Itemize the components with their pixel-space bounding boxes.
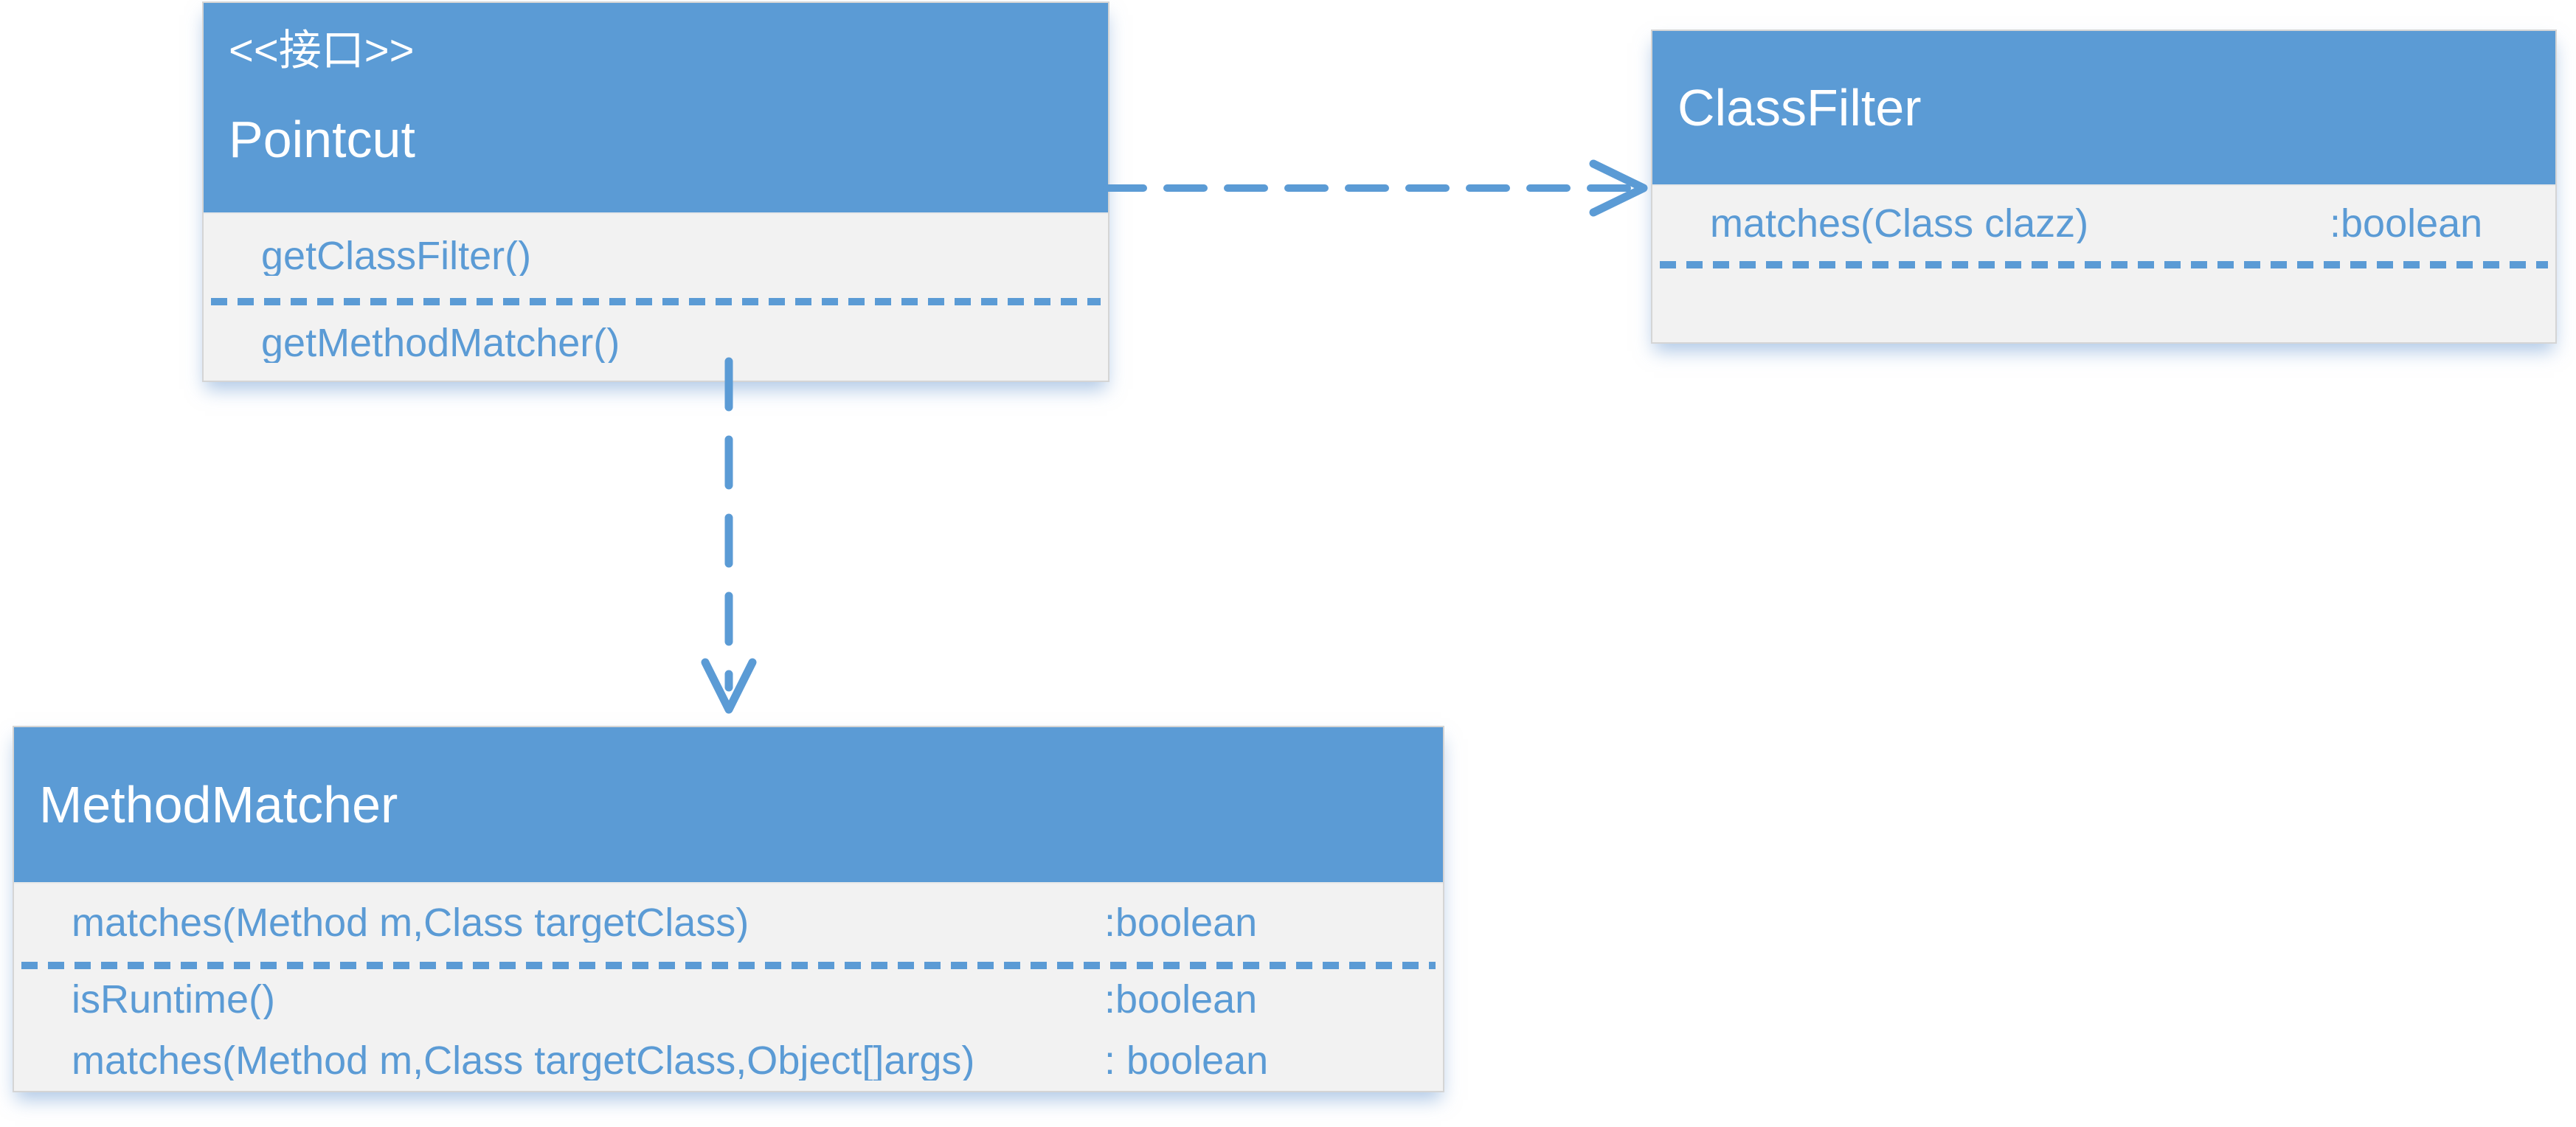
class-header-methodmatcher: MethodMatcher [14,727,1443,884]
member-separator [211,298,1101,305]
member-return-type: :boolean [1104,977,1258,1022]
class-header-pointcut: <<接口>> Pointcut [204,3,1108,214]
class-name-pointcut: Pointcut [229,111,415,168]
member-name: getClassFilter() [261,236,532,276]
member-row: matches(Class clazz) :boolean [1652,186,2555,261]
class-body-methodmatcher: matches(Method m,Class targetClass) :boo… [14,884,1443,1091]
class-box-pointcut: <<接口>> Pointcut getClassFilter() getMeth… [202,1,1109,382]
member-name: matches(Method m,Class targetClass,Objec… [72,1040,975,1081]
member-name: matches(Class clazz) [1710,204,2089,243]
class-body-pointcut: getClassFilter() getMethodMatcher() [204,214,1108,381]
class-name-classfilter: ClassFilter [1677,79,1922,136]
member-row: getMethodMatcher() [204,305,1108,381]
member-return-type: :boolean [1104,901,1258,945]
member-return-type: : boolean [1104,1038,1269,1083]
empty-member-section [1652,268,2555,342]
member-name: getMethodMatcher() [261,323,620,363]
class-body-classfilter: matches(Class clazz) :boolean [1652,186,2555,342]
class-name-methodmatcher: MethodMatcher [39,776,398,833]
member-return-type: :boolean [2330,201,2483,246]
dependency-arrow-pointcut-to-methodmatcher [701,357,757,714]
member-row: getClassFilter() [204,214,1108,298]
class-header-classfilter: ClassFilter [1652,31,2555,186]
class-box-classfilter: ClassFilter matches(Class clazz) :boolea… [1651,30,2557,344]
member-row: matches(Method m,Class targetClass,Objec… [14,1030,1443,1091]
stereotype-label: <<接口>> [229,27,415,74]
member-name: matches(Method m,Class targetClass) [72,903,749,943]
class-box-methodmatcher: MethodMatcher matches(Method m,Class tar… [13,726,1444,1092]
open-arrowhead-down-icon [701,658,757,714]
member-name: isRuntime() [72,979,276,1019]
member-row: matches(Method m,Class targetClass) :boo… [14,884,1443,962]
member-separator [21,962,1436,969]
member-separator [1660,261,2548,268]
member-row: isRuntime() :boolean [14,969,1443,1030]
dependency-arrow-pointcut-to-classfilter [1103,159,1648,217]
open-arrowhead-right-icon [1589,159,1648,217]
